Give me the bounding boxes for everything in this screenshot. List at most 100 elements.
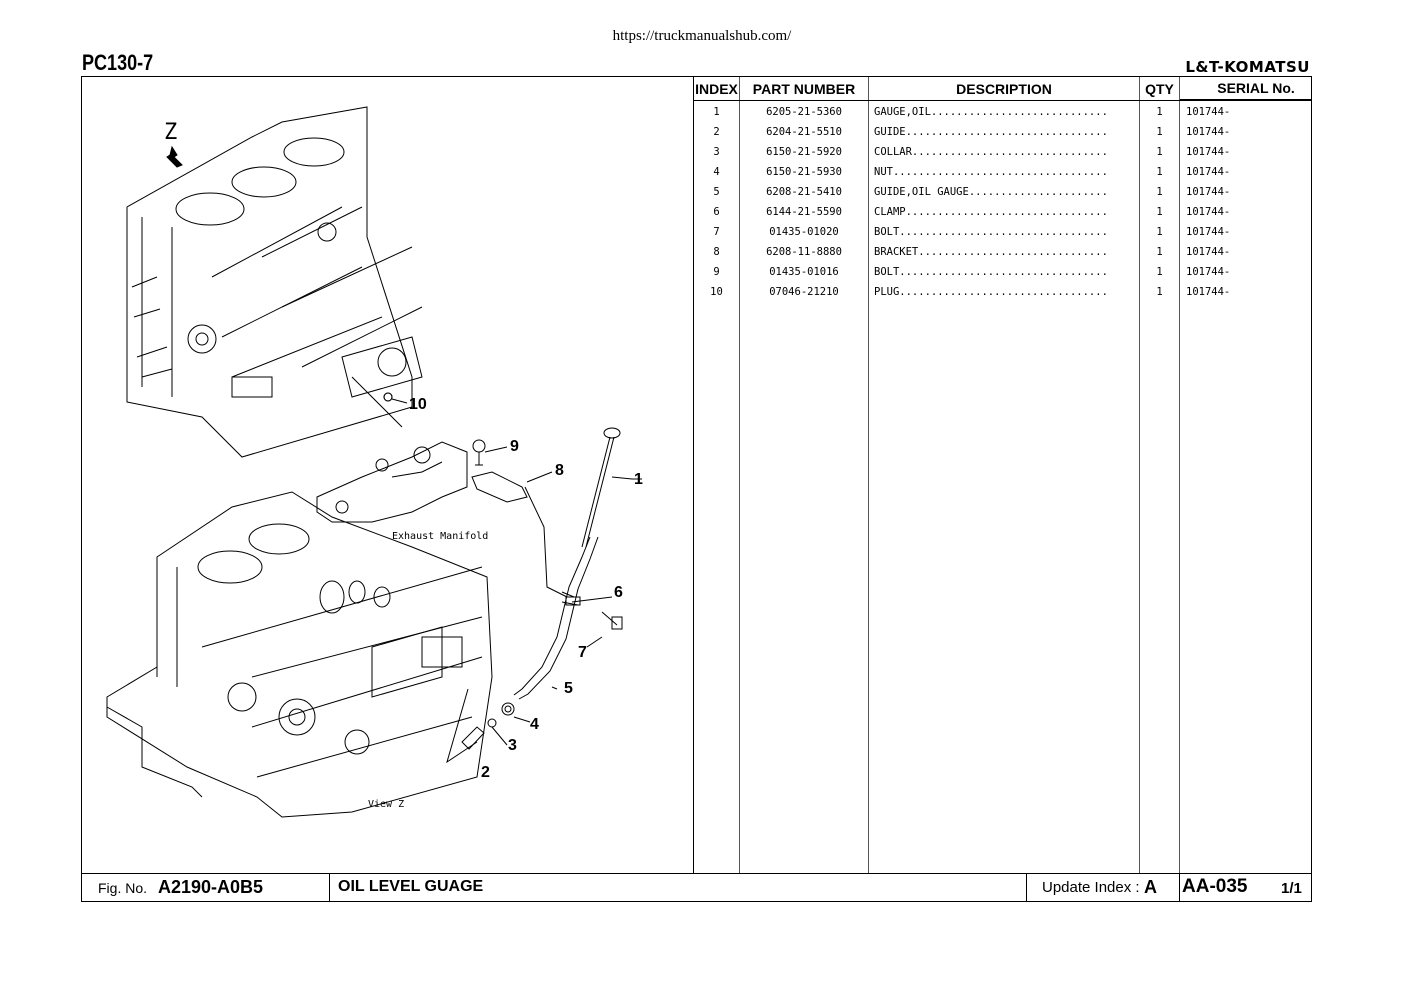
parts-sheet: Z 10 9 8 1 6 7 5 4 3 2 Exhaust Manifold … <box>81 76 1312 902</box>
cell-part: 01435-01020 <box>769 226 839 238</box>
update-index-value: A <box>1144 877 1157 897</box>
cell-desc: BOLT................................. <box>874 226 1108 238</box>
cell-serial: 101744- <box>1186 246 1231 258</box>
cell-desc: NUT.................................. <box>874 166 1108 178</box>
header-part-number: PART NUMBER <box>740 77 868 101</box>
page-count: 1/1 <box>1281 880 1302 897</box>
upper-block <box>126 106 413 458</box>
callout-6: 6 <box>614 584 623 601</box>
header-serial: SERIAL No. <box>1180 77 1312 100</box>
view-letter: Z <box>164 120 177 145</box>
cell-desc: GUIDE,OIL GAUGE...................... <box>874 186 1108 198</box>
cell-qty: 1 <box>1156 226 1163 238</box>
cell-serial: 101744- <box>1186 266 1231 278</box>
cell-qty: 1 <box>1156 166 1163 178</box>
header-description: DESCRIPTION <box>869 77 1139 101</box>
callout-2: 2 <box>481 764 490 781</box>
cell-serial: 101744- <box>1186 226 1231 238</box>
cell-qty: 1 <box>1156 146 1163 158</box>
table-row: 1 6205-21-5360 GAUGE,OIL..................… <box>694 103 1312 123</box>
cell-part: 6144-21-5590 <box>766 206 842 218</box>
cell-qty: 1 <box>1156 206 1163 218</box>
table-row: 6 6144-21-5590 CLAMP......................… <box>694 203 1312 223</box>
callout-3: 3 <box>508 737 517 754</box>
cell-index: 6 <box>713 206 720 218</box>
header-qty: QTY <box>1140 77 1179 101</box>
cell-serial: 101744- <box>1186 286 1231 298</box>
fig-label: Fig. No. <box>98 880 148 896</box>
table-row: 9 01435-01016 BOLT........................… <box>694 263 1312 283</box>
callout-8: 8 <box>555 462 564 479</box>
header-index: INDEX <box>694 77 739 101</box>
cell-part: 6204-21-5510 <box>766 126 842 138</box>
cell-index: 5 <box>713 186 720 198</box>
cell-index: 7 <box>713 226 720 238</box>
callout-5: 5 <box>564 680 573 697</box>
cell-index: 10 <box>710 286 723 298</box>
dipstick <box>581 436 615 548</box>
cell-part: 01435-01016 <box>769 266 839 278</box>
cell-part: 6150-21-5930 <box>766 166 842 178</box>
model-title: PC130-7 <box>82 50 154 75</box>
view-label: View Z <box>368 799 404 810</box>
table-row: 4 6150-21-5930 NUT........................… <box>694 163 1312 183</box>
fig-number: A2190-A0B5 <box>158 877 264 897</box>
exhaust-manifold <box>316 441 468 523</box>
cell-index: 1 <box>713 106 720 118</box>
cell-part: 07046-21210 <box>769 286 839 298</box>
cell-index: 4 <box>713 166 720 178</box>
callout-10: 10 <box>409 396 427 413</box>
cell-desc: BOLT................................. <box>874 266 1108 278</box>
figure-title: OIL LEVEL GUAGE <box>338 878 484 895</box>
cell-qty: 1 <box>1156 186 1163 198</box>
col-divider <box>868 77 869 873</box>
page-code: AA-035 <box>1182 876 1248 897</box>
cell-part: 6205-21-5360 <box>766 106 842 118</box>
table-row: 7 01435-01020 BOLT........................… <box>694 223 1312 243</box>
cell-desc: PLUG................................. <box>874 286 1108 298</box>
table-row: 8 6208-11-8880 BRACKET....................… <box>694 243 1312 263</box>
cell-serial: 101744- <box>1186 206 1231 218</box>
footer-divider <box>1026 874 1027 902</box>
cell-serial: 101744- <box>1186 126 1231 138</box>
cell-serial: 101744- <box>1186 106 1231 118</box>
parts-diagram: Z 10 9 8 1 6 7 5 4 3 2 Exhaust Manifold … <box>106 106 643 818</box>
cell-qty: 1 <box>1156 246 1163 258</box>
cell-part: 6150-21-5920 <box>766 146 842 158</box>
cell-desc: GAUGE,OIL............................ <box>874 106 1108 118</box>
cell-qty: 1 <box>1156 106 1163 118</box>
callout-4: 4 <box>530 716 539 733</box>
cell-desc: CLAMP................................ <box>874 206 1108 218</box>
cell-part: 6208-11-8880 <box>766 246 842 258</box>
footer-divider <box>1179 874 1180 902</box>
table-row: 5 6208-21-5410 GUIDE,OIL GAUGE............… <box>694 183 1312 203</box>
source-url: https://truckmanualshub.com/ <box>612 28 792 44</box>
col-divider <box>1139 77 1140 873</box>
cell-qty: 1 <box>1156 286 1163 298</box>
cell-part: 6208-21-5410 <box>766 186 842 198</box>
cell-serial: 101744- <box>1186 186 1231 198</box>
callout-1: 1 <box>634 471 643 488</box>
cell-serial: 101744- <box>1186 166 1231 178</box>
header-rule <box>694 100 1312 101</box>
col-divider <box>739 77 740 873</box>
update-index-label: Update Index : <box>1042 879 1140 896</box>
footer-bar: Fig. No. A2190-A0B5 OIL LEVEL GUAGE Upda… <box>82 873 1311 902</box>
cell-index: 8 <box>713 246 720 258</box>
cell-index: 9 <box>713 266 720 278</box>
exhaust-manifold-label: Exhaust Manifold <box>392 531 488 542</box>
cell-qty: 1 <box>1156 126 1163 138</box>
cell-qty: 1 <box>1156 266 1163 278</box>
cell-serial: 101744- <box>1186 146 1231 158</box>
callout-9: 9 <box>510 438 519 455</box>
brand-logo: L&T-KOMATSU <box>1185 58 1310 76</box>
cell-desc: COLLAR............................... <box>874 146 1108 158</box>
cell-desc: BRACKET.............................. <box>874 246 1108 258</box>
diagram-divider <box>693 77 694 873</box>
table-row: 10 07046-21210 PLUG.......................… <box>694 283 1312 303</box>
footer-divider <box>329 874 330 902</box>
cell-index: 2 <box>713 126 720 138</box>
parts-table: INDEX PART NUMBER DESCRIPTION QTY SERIAL… <box>694 77 1312 873</box>
